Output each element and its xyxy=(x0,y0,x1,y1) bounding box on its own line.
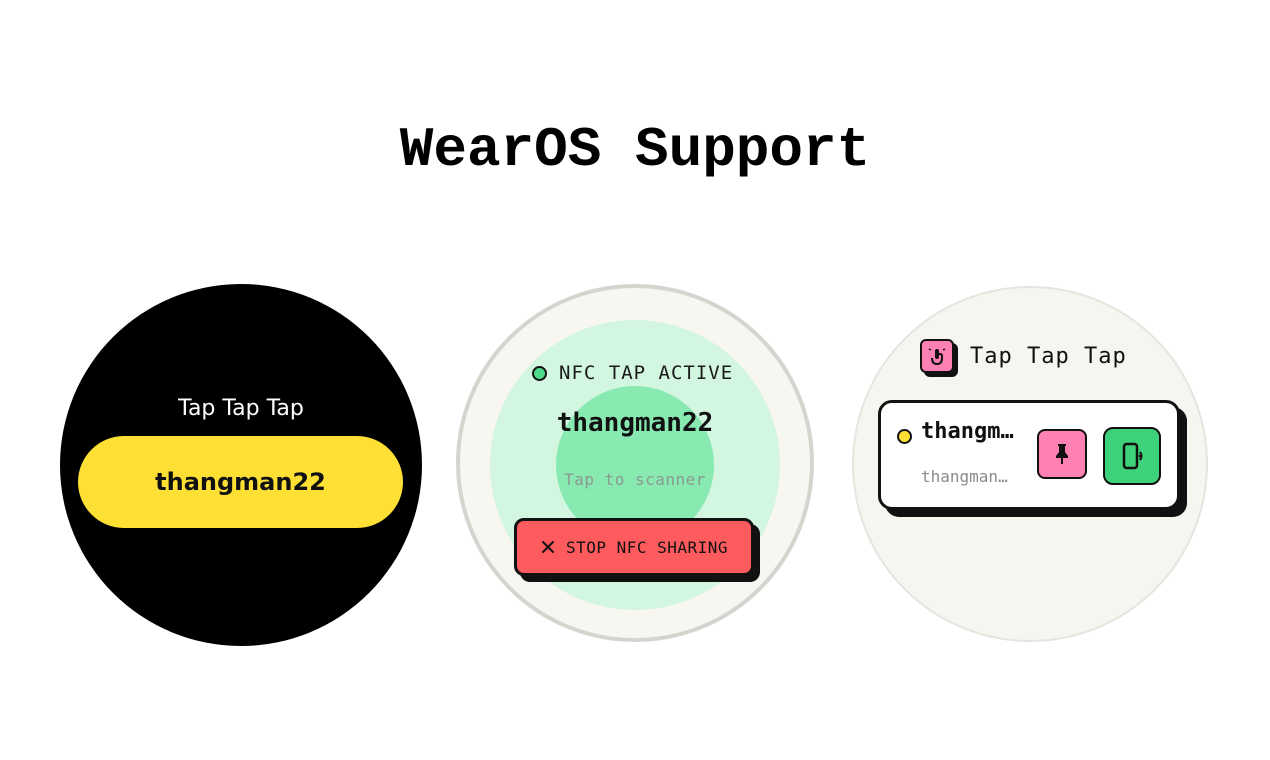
share-nfc-button[interactable] xyxy=(1103,427,1161,485)
profile-card-subtitle: thangman… xyxy=(921,467,1008,486)
page-title: WearOS Support xyxy=(399,118,871,182)
status-dot-icon xyxy=(532,365,547,381)
app-label: Tap Tap Tap xyxy=(970,343,1127,369)
profile-card-title: thangm… xyxy=(921,419,1014,444)
nfc-pulse-inner-ring xyxy=(556,386,714,544)
pin-button[interactable] xyxy=(1037,429,1087,479)
hint-label: Tap to scanner xyxy=(564,470,706,489)
profile-card[interactable]: thangm… thangman… xyxy=(878,400,1180,510)
profile-chip-button[interactable]: thangman22 xyxy=(78,436,403,528)
app-header: Tap Tap Tap xyxy=(920,336,1127,376)
close-icon xyxy=(541,541,554,553)
status-dot-icon xyxy=(897,429,912,444)
touch-icon xyxy=(920,339,954,373)
username-label: thangman22 xyxy=(556,408,714,438)
app-label: Tap Tap Tap xyxy=(178,396,304,421)
pin-icon xyxy=(1056,444,1068,464)
watch-face-profile-list: Tap Tap Tap thangm… thangman… xyxy=(852,286,1208,642)
stop-nfc-sharing-button[interactable]: STOP NFC SHARING xyxy=(514,518,754,576)
nfc-status: NFC TAP ACTIVE xyxy=(532,360,733,386)
nfc-status-label: NFC TAP ACTIVE xyxy=(559,362,734,384)
phone-nfc-icon xyxy=(1122,442,1143,470)
watch-face-nfc-active: NFC TAP ACTIVE thangman22 Tap to scanner… xyxy=(456,284,814,642)
watch-face-profile: Tap Tap Tap thangman22 xyxy=(60,284,422,646)
stop-nfc-sharing-label: STOP NFC SHARING xyxy=(565,537,729,557)
